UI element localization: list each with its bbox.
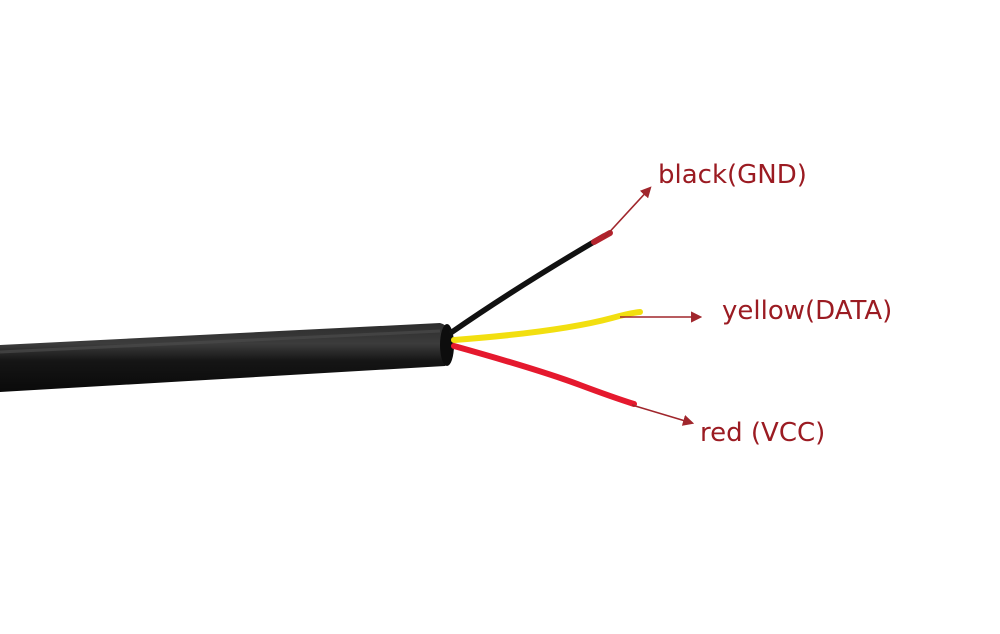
- label-red-vcc: red (VCC): [700, 418, 826, 448]
- arrow-vcc: [631, 404, 695, 426]
- label-yellow-data: yellow(DATA): [722, 296, 893, 326]
- cable-sheath-end: [440, 324, 454, 366]
- wire-red: [451, 343, 637, 407]
- label-black-gnd: black(GND): [658, 160, 807, 190]
- arrow-gnd: [603, 186, 652, 239]
- cable-sheath: [0, 323, 454, 392]
- cable-sheath-highlight: [0, 329, 441, 354]
- wire-yellow: [451, 309, 643, 343]
- wire-black: [449, 233, 607, 335]
